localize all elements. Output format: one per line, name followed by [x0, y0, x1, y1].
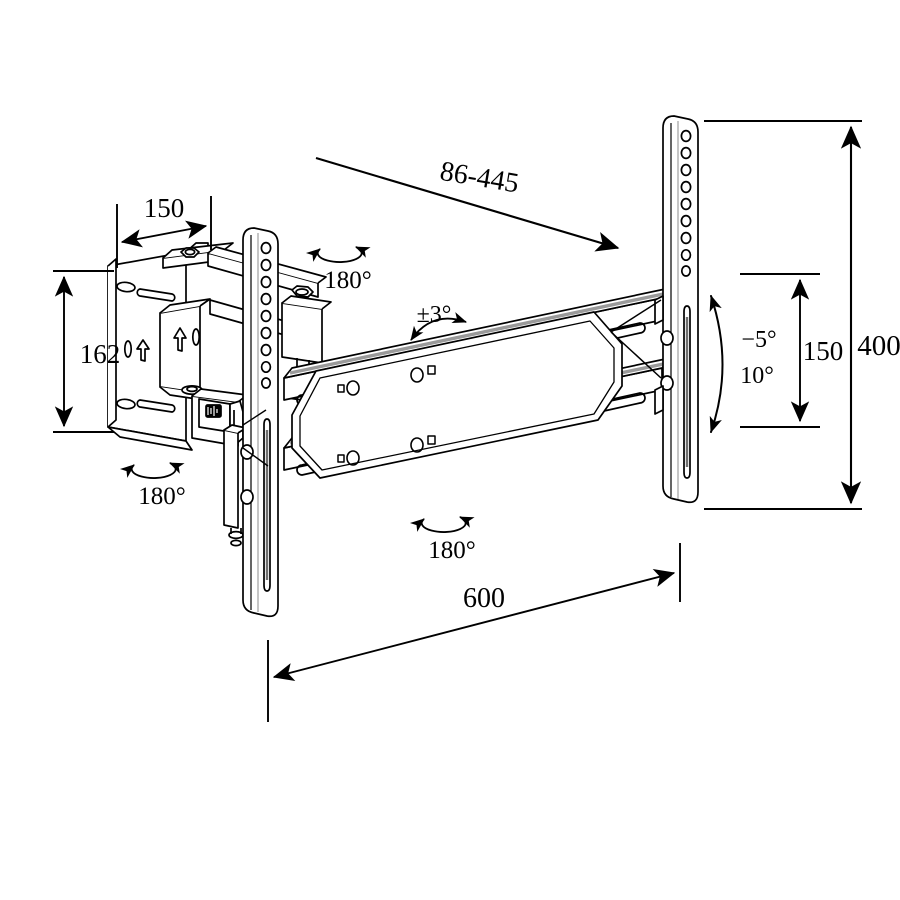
horizontal-tv-rails — [283, 287, 671, 479]
rotation-arc-icon-bottom — [409, 516, 475, 533]
wall-plate-oval-hole-center — [191, 328, 201, 346]
angle-label-tilt-down: 10° — [740, 363, 774, 389]
tilt-leader-lines — [610, 299, 662, 379]
brand-mark-strokes — [207, 406, 218, 416]
wall-plate-slot-upper-right — [136, 288, 176, 302]
dimension-150-depth — [116, 196, 212, 268]
leader-line-knuckle-b — [242, 447, 269, 467]
angle-label-roll: ±3° — [417, 302, 452, 328]
dimension-150-vesa — [740, 273, 820, 428]
up-arrow-icon-left — [136, 339, 150, 362]
lower-foot-bolt — [230, 539, 242, 547]
dimension-label-150-depth: 150 — [144, 193, 185, 223]
leader-line-tilt-upper — [610, 299, 662, 333]
dimension-400 — [704, 119, 862, 511]
leader-line-knuckle-a — [242, 409, 267, 426]
right-rail-hole-column — [680, 129, 692, 277]
right-rail-body — [662, 115, 699, 504]
lower-rail-fastener-marks — [337, 435, 436, 466]
angle-label-swivel-wall: 180° — [138, 483, 186, 510]
dimension-label-600: 600 — [463, 583, 505, 614]
right-vertical-rail — [654, 115, 699, 504]
angle-swivel-wall — [119, 462, 185, 479]
dimension-162 — [53, 270, 114, 433]
lower-support-bar-top — [223, 424, 247, 434]
center-hex-panel-inner — [299, 320, 615, 471]
up-arrow-icon-center — [173, 327, 187, 352]
wall-plate-center-boss-top — [159, 298, 211, 314]
wall-plate-bottom-flange — [107, 426, 193, 451]
rotation-arc-icon-top — [305, 246, 371, 263]
angle-swivel-bottom — [409, 516, 475, 533]
right-rail-bumper-lower — [660, 375, 674, 391]
angle-roll — [410, 312, 467, 341]
dim-arrow-86-445 — [315, 156, 620, 252]
lower-foot-shaft — [230, 528, 242, 534]
dimension-label-150-vesa: 150 — [803, 336, 844, 366]
upper-rail-shade — [289, 291, 669, 375]
elbow-cylinder-body — [281, 302, 323, 364]
right-rail-bumper-upper — [660, 330, 674, 346]
dimension-600 — [267, 543, 681, 722]
wall-plate-slot-lower-right — [136, 399, 176, 413]
dim-arrow-150-depth — [120, 220, 208, 248]
tilt-arc-icon — [709, 294, 724, 434]
angle-label-swivel-top: 180° — [324, 267, 372, 294]
roll-arc-icon — [410, 312, 467, 341]
pivot-bolt-head-lower — [186, 385, 198, 393]
dim-arrow-600 — [272, 569, 676, 681]
angle-tilt — [709, 294, 724, 434]
wall-plate-left-edge — [107, 258, 117, 428]
wall-plate-oval-hole-left — [123, 340, 133, 358]
right-rail-tilt-tab-upper — [654, 295, 664, 325]
left-vertical-rail — [240, 227, 279, 618]
upper-rail-fastener-marks — [337, 365, 436, 396]
left-rail-hole-column — [260, 241, 272, 389]
dimension-label-400: 400 — [857, 330, 900, 362]
hex-nut-top-washer — [184, 248, 196, 256]
dimension-label-162: 162 — [80, 339, 121, 369]
elbow-hex-bolt-top — [295, 288, 309, 296]
dimension-86-445 — [315, 156, 620, 252]
right-rail-tilt-tab-lower — [654, 385, 664, 415]
angle-swivel-top — [305, 246, 371, 263]
left-rail-bumper-lower — [240, 489, 254, 505]
leader-line-tilt-lower — [610, 331, 662, 379]
angle-label-tilt-up: −5° — [741, 327, 776, 353]
elbow-cylinder-top — [281, 295, 332, 310]
wall-plate-slot-lower-left — [116, 398, 136, 410]
lower-support-bar — [223, 429, 239, 529]
angle-label-swivel-bottom: 180° — [428, 537, 476, 564]
left-rail-bumper-upper — [240, 444, 254, 460]
wall-plate-slot-upper-left — [116, 281, 136, 293]
rotation-arc-icon-wall — [119, 462, 185, 479]
left-knuckle-leader-lines — [242, 409, 269, 467]
